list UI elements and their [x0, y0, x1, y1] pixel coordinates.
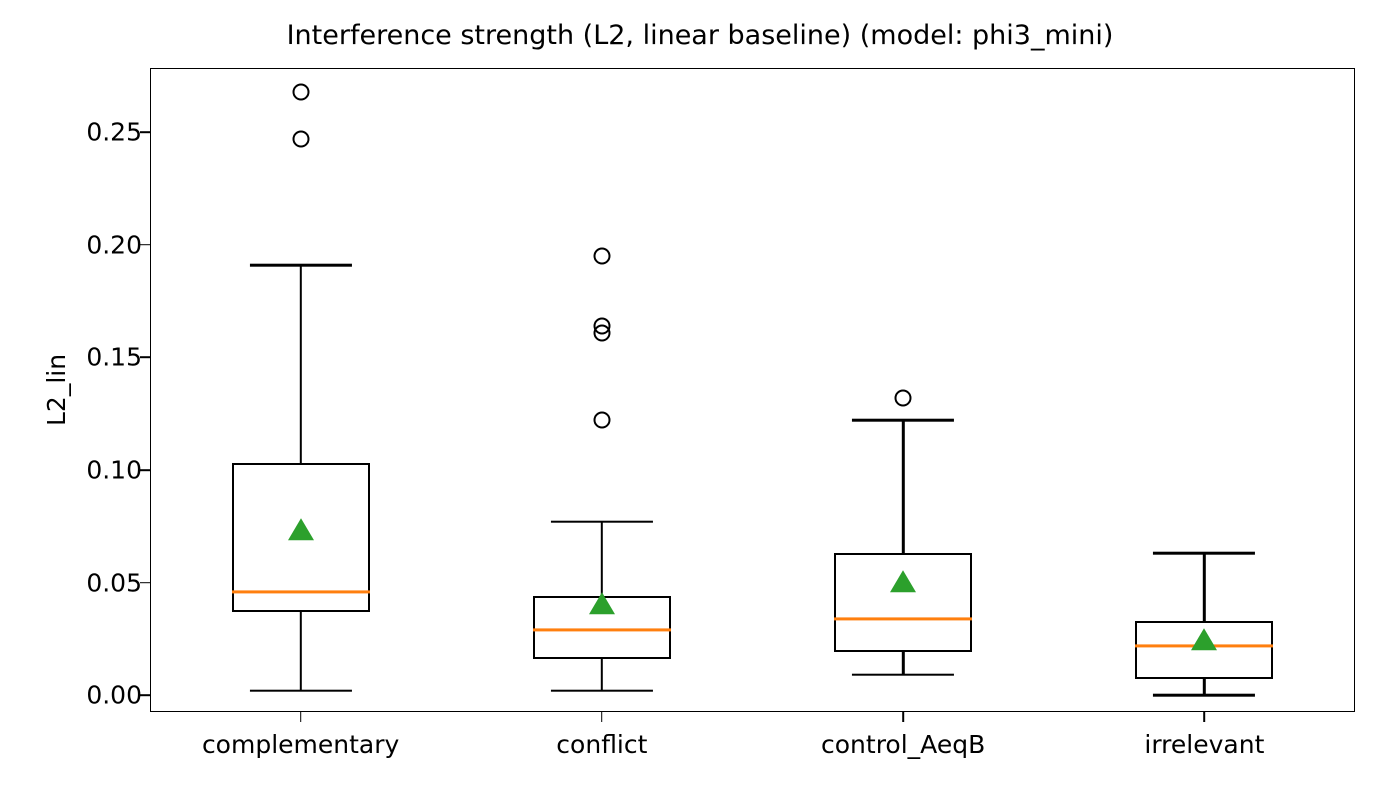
mean-marker	[588, 592, 615, 615]
x-axis-tick-label-control_AeqB: control_AeqB	[821, 730, 986, 759]
plot-area	[150, 68, 1355, 712]
whisker-lower	[600, 659, 604, 691]
cap-lower	[1153, 693, 1256, 697]
mean-marker	[890, 569, 917, 592]
x-axis-tick-mark	[902, 712, 904, 722]
median-line	[834, 616, 973, 621]
median-line	[231, 589, 370, 594]
y-axis-tick-mark	[140, 243, 150, 246]
x-axis-tick-label-conflict: conflict	[556, 730, 648, 759]
outlier-point	[593, 324, 611, 342]
median-line	[532, 628, 671, 632]
whisker-upper	[299, 265, 302, 464]
box-iqr	[1135, 620, 1274, 680]
y-axis-tick-label: 0.25	[86, 117, 142, 147]
cap-lower	[550, 689, 653, 692]
outlier-point	[894, 389, 912, 407]
x-axis-tick-mark	[1203, 712, 1206, 722]
y-axis-tick-mark	[140, 694, 150, 696]
outlier-point	[593, 247, 611, 265]
page-title: Interference strength (L2, linear baseli…	[286, 20, 1114, 51]
mean-marker	[1191, 628, 1218, 651]
x-axis-tick-mark	[299, 712, 302, 722]
y-axis-tick-label: 0.15	[86, 342, 142, 372]
x-axis-tick-label-irrelevant: irrelevant	[1144, 730, 1265, 759]
box-iqr	[834, 553, 973, 653]
cap-upper	[550, 520, 653, 524]
y-axis-tick-mark	[140, 356, 150, 359]
x-axis-tick-mark	[601, 712, 603, 722]
y-axis-tick-mark	[140, 469, 150, 471]
outlier-point	[593, 411, 611, 429]
whisker-lower	[901, 652, 905, 675]
outlier-point	[292, 130, 310, 148]
whisker-upper	[600, 521, 604, 597]
outlier-point	[292, 83, 310, 101]
box-iqr	[231, 463, 370, 612]
whisker-lower	[299, 611, 302, 691]
cap-lower	[249, 689, 352, 692]
y-axis-tick-label: 0.10	[86, 455, 142, 485]
y-axis-tick-mark	[140, 581, 150, 584]
x-axis-tick-label-complementary: complementary	[201, 730, 400, 759]
cap-upper	[249, 263, 352, 267]
whisker-lower	[1203, 679, 1206, 696]
cap-upper	[1153, 551, 1256, 555]
whisker-upper	[1203, 553, 1206, 621]
cap-upper	[852, 419, 955, 422]
cap-lower	[852, 673, 955, 677]
y-axis-tick-mark	[140, 131, 150, 133]
y-axis-tick-label: 0.20	[86, 230, 142, 260]
y-axis-tick-label: 0.00	[86, 680, 142, 710]
whisker-upper	[901, 420, 905, 554]
mean-marker	[287, 517, 314, 540]
y-axis-tick-label: 0.05	[86, 568, 142, 598]
